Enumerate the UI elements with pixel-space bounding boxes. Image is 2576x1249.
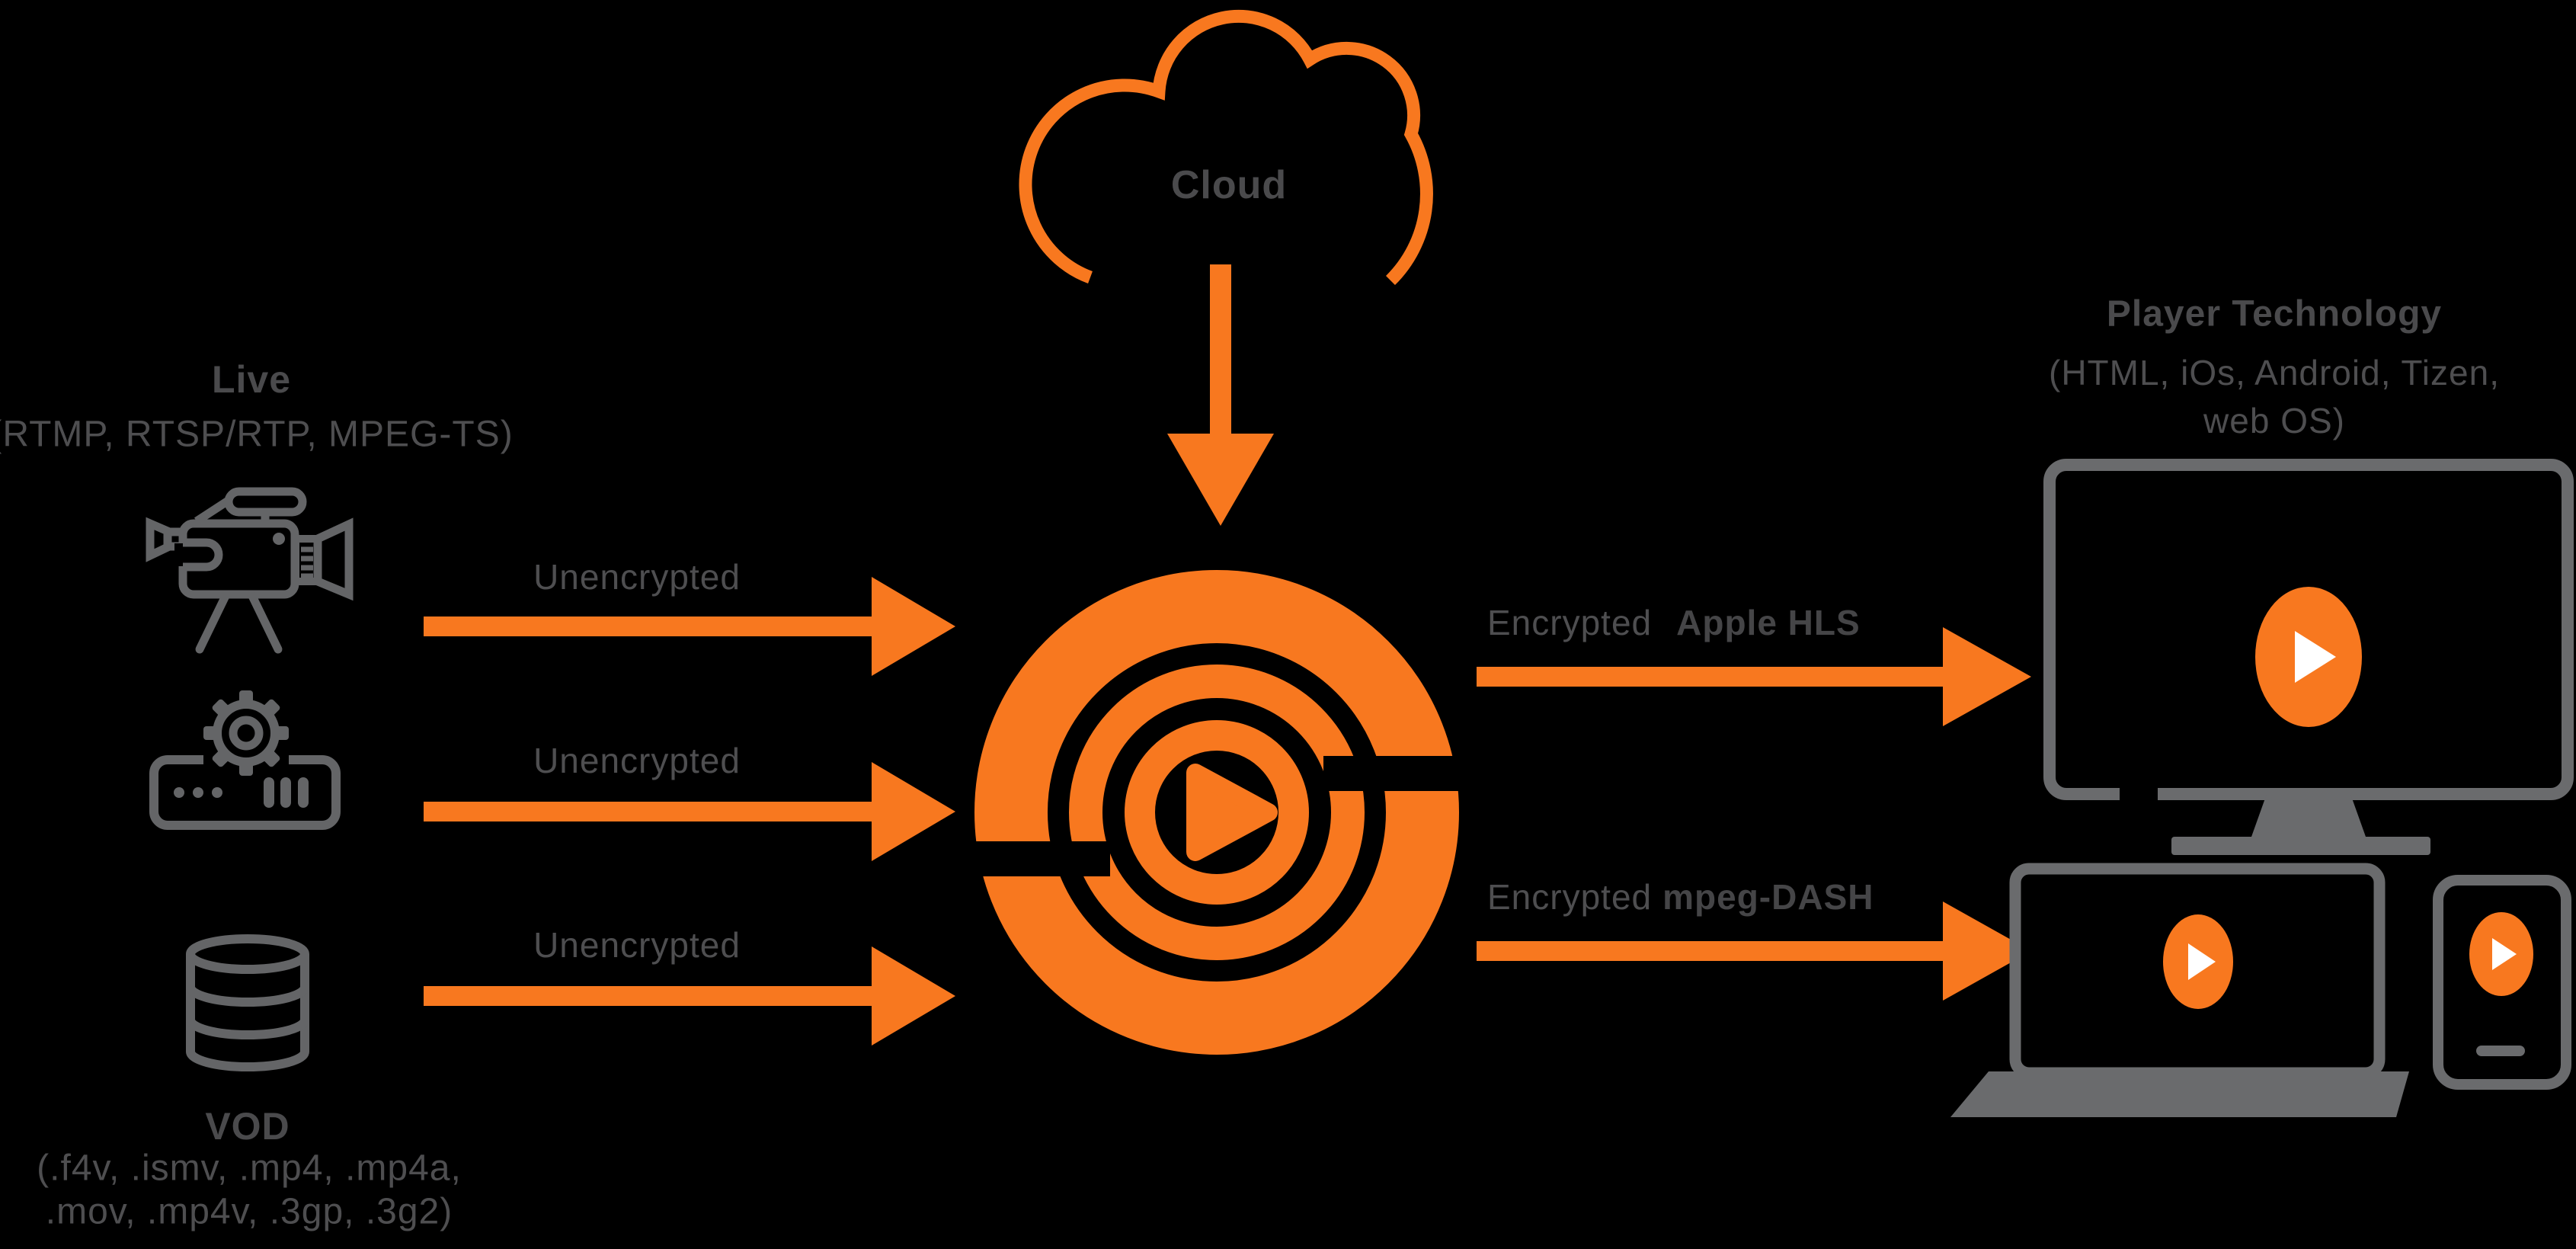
player-technology-subtitle-line1: (HTML, iOs, Android, Tizen, [2049, 353, 2500, 392]
live-subtitle: (RTMP, RTSP/RTP, MPEG-TS) [0, 414, 514, 455]
flow-label-unencrypted-1: Unencrypted [533, 557, 741, 597]
cloud-label: Cloud [1170, 163, 1288, 207]
dash-prefix: Encrypted [1487, 877, 1653, 917]
flow-arrow-in-1 [424, 573, 957, 680]
flow-arrow-out-hls [1477, 623, 2033, 730]
player-technology-subtitle-line2: web OS) [2203, 401, 2345, 440]
flow-label-dash: Encrypted mpeg-DASH [1487, 876, 1874, 918]
home-bar [2476, 1046, 2525, 1056]
vod-title: VOD [205, 1105, 290, 1148]
flow-label-unencrypted-3: Unencrypted [533, 925, 741, 965]
cloud-down-arrow [1163, 264, 1278, 527]
hls-prefix: Encrypted [1487, 603, 1653, 642]
tablet-icon [2430, 873, 2575, 1094]
vod-subtitle-line1: (.f4v, .ismv, .mp4, .mp4a, [37, 1148, 462, 1189]
video-camera-icon [141, 479, 362, 658]
play-icon [2188, 943, 2216, 980]
play-icon [2492, 938, 2517, 970]
flow-label-hls: Encrypted Apple HLS [1487, 602, 1861, 643]
flow-label-unencrypted-2: Unencrypted [533, 741, 741, 780]
live-title: Live [211, 358, 292, 401]
encoder-icon [149, 686, 341, 831]
laptop-icon [1943, 861, 2438, 1120]
play-icon [2295, 631, 2336, 683]
monitor-icon [2042, 457, 2575, 857]
dash-protocol: mpeg-DASH [1662, 877, 1874, 917]
streaming-server-logo [958, 561, 1476, 1064]
flow-arrow-in-2 [424, 758, 957, 865]
hls-protocol: Apple HLS [1676, 603, 1861, 642]
player-technology-title: Player Technology [2106, 293, 2443, 335]
play-icon [1186, 764, 1278, 861]
flow-arrow-out-dash [1477, 898, 2033, 1004]
flow-arrow-in-3 [424, 943, 957, 1049]
database-icon [185, 934, 310, 1073]
cloud-icon [1019, 6, 1438, 296]
vod-subtitle-line2: .mov, .mp4v, .3gp, .3g2) [45, 1191, 453, 1232]
